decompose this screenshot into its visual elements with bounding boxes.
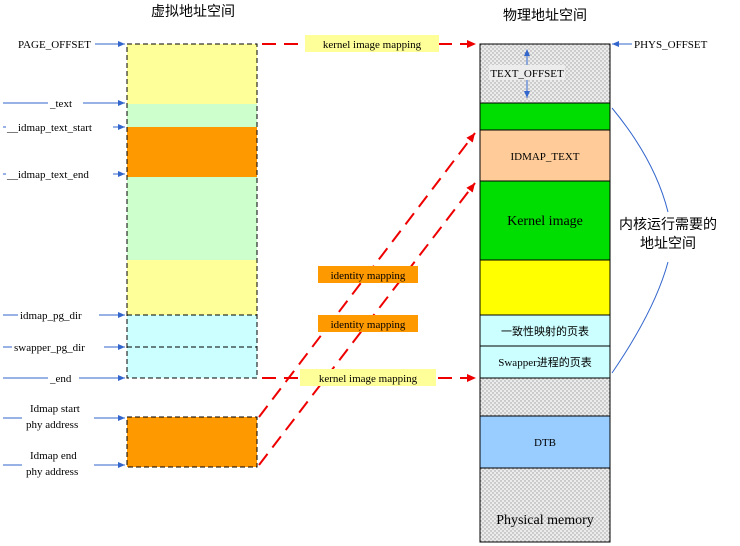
kernel-mapping-bottom-label: kernel image mapping bbox=[319, 373, 418, 385]
label-idmap-text: IDMAP_TEXT bbox=[510, 151, 579, 163]
idmap-phy-box bbox=[126, 416, 258, 468]
phys-region-kernel-data bbox=[480, 260, 610, 315]
identity-mapping-1-label-bg bbox=[318, 266, 418, 283]
virtual-space-title: 虚拟地址空间 bbox=[151, 4, 235, 20]
kernel-space-note-line1: 内核运行需要的 bbox=[619, 217, 717, 233]
phys-region-idmap-text bbox=[480, 130, 610, 181]
label-swapper-pgtable: Swapper进程的页表 bbox=[498, 355, 592, 369]
virtual-region-idmap-pg-dir bbox=[127, 315, 257, 347]
phys-region-kernel-image bbox=[480, 181, 610, 260]
virtual-region-kernel-text bbox=[127, 177, 257, 260]
phys-region-kernel-head bbox=[480, 103, 610, 130]
label-end: _end bbox=[49, 373, 72, 385]
label-physical-memory: Physical memory bbox=[496, 513, 594, 528]
virtual-region-page-offset bbox=[127, 44, 257, 104]
virtual-region-idmap-text bbox=[127, 127, 257, 177]
phys-region-dtb bbox=[480, 416, 610, 468]
phys-region-gap bbox=[480, 378, 610, 416]
label-swapper-pg-dir: swapper_pg_dir bbox=[14, 342, 85, 354]
label-idmap-text-start: __idmap_text_start bbox=[6, 122, 92, 134]
phys-region-idmap-pgtable bbox=[480, 315, 610, 346]
label-page-offset: PAGE_OFFSET bbox=[18, 39, 91, 51]
kernel-space-note-line2: 地址空间 bbox=[640, 236, 696, 252]
text-offset-label-bg bbox=[489, 65, 565, 80]
kernel-mapping-top-label-bg bbox=[305, 35, 439, 52]
mapping-arrows bbox=[258, 40, 476, 466]
virtual-column-border bbox=[126, 43, 258, 379]
bracket-bottom bbox=[611, 261, 669, 374]
label-text: _text bbox=[49, 98, 72, 110]
label-idmap-end-1: Idmap end bbox=[30, 450, 77, 462]
virtual-column bbox=[126, 43, 258, 468]
left-labels: PAGE_OFFSET _text __idmap_text_start __i… bbox=[3, 39, 125, 478]
physical-column: TEXT_OFFSET IDMAP_TEXT Kernel image 一致性映… bbox=[479, 43, 611, 543]
mapping-labels: kernel image mapping identity mapping id… bbox=[300, 35, 439, 386]
physical-space-title: 物理地址空间 bbox=[503, 8, 587, 24]
identity-mapping-1-label: identity mapping bbox=[331, 270, 406, 282]
label-idmap-pgtable: 一致性映射的页表 bbox=[501, 324, 589, 338]
label-idmap-text-end: __idmap_text_end bbox=[6, 169, 89, 181]
label-phys-offset: PHYS_OFFSET bbox=[634, 39, 708, 51]
virtual-region-text bbox=[127, 104, 257, 127]
physical-column-border bbox=[479, 43, 611, 543]
kernel-mapping-bottom-label-bg bbox=[300, 369, 436, 386]
virtual-region-kernel-data bbox=[127, 260, 257, 315]
phys-region-swapper-pgtable bbox=[480, 346, 610, 378]
kernel-mapping-top-label: kernel image mapping bbox=[323, 39, 422, 51]
identity-mapping-2-label: identity mapping bbox=[331, 319, 406, 331]
label-kernel-image: Kernel image bbox=[507, 214, 583, 229]
identity-mapping-2-label-bg bbox=[318, 315, 418, 332]
phys-region-memory bbox=[480, 468, 610, 542]
virtual-region-swapper-pg-dir bbox=[127, 347, 257, 378]
label-idmap-end-2: phy address bbox=[26, 466, 78, 478]
bracket-top bbox=[611, 107, 669, 213]
label-idmap-pg-dir: idmap_pg_dir bbox=[20, 310, 82, 322]
label-idmap-start-2: phy address bbox=[26, 419, 78, 431]
label-text-offset: TEXT_OFFSET bbox=[490, 68, 564, 80]
label-idmap-start-1: Idmap start bbox=[30, 403, 80, 415]
label-dtb: DTB bbox=[534, 437, 556, 449]
